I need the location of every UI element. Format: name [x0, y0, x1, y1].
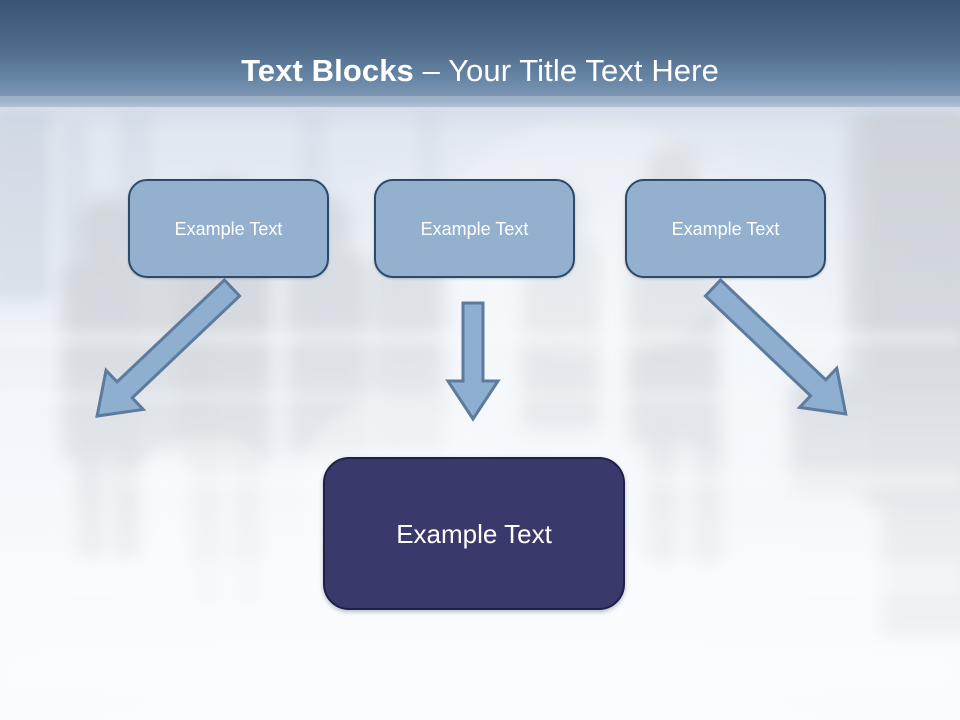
page-title-light: Your Title Text Here	[448, 53, 719, 88]
title-banner-fade	[0, 96, 960, 118]
page-title-bold: Text Blocks	[241, 53, 423, 88]
title-banner	[0, 0, 960, 107]
arrow-left-diagonal	[95, 277, 242, 418]
text-block-3-label: Example Text	[671, 218, 780, 239]
arrow-right-diagonal	[703, 277, 848, 416]
result-block[interactable]: Example Text	[323, 457, 625, 610]
text-block-1-label: Example Text	[174, 218, 283, 239]
text-block-1[interactable]: Example Text	[128, 179, 329, 278]
result-block-label: Example Text	[396, 518, 552, 549]
page-title: Text Blocks – Your Title Text Here	[0, 52, 960, 90]
text-block-2[interactable]: Example Text	[374, 179, 575, 278]
text-block-3[interactable]: Example Text	[625, 179, 826, 278]
arrow-middle-vertical	[445, 301, 501, 422]
page-title-separator: –	[422, 53, 449, 88]
text-block-2-label: Example Text	[420, 218, 529, 239]
